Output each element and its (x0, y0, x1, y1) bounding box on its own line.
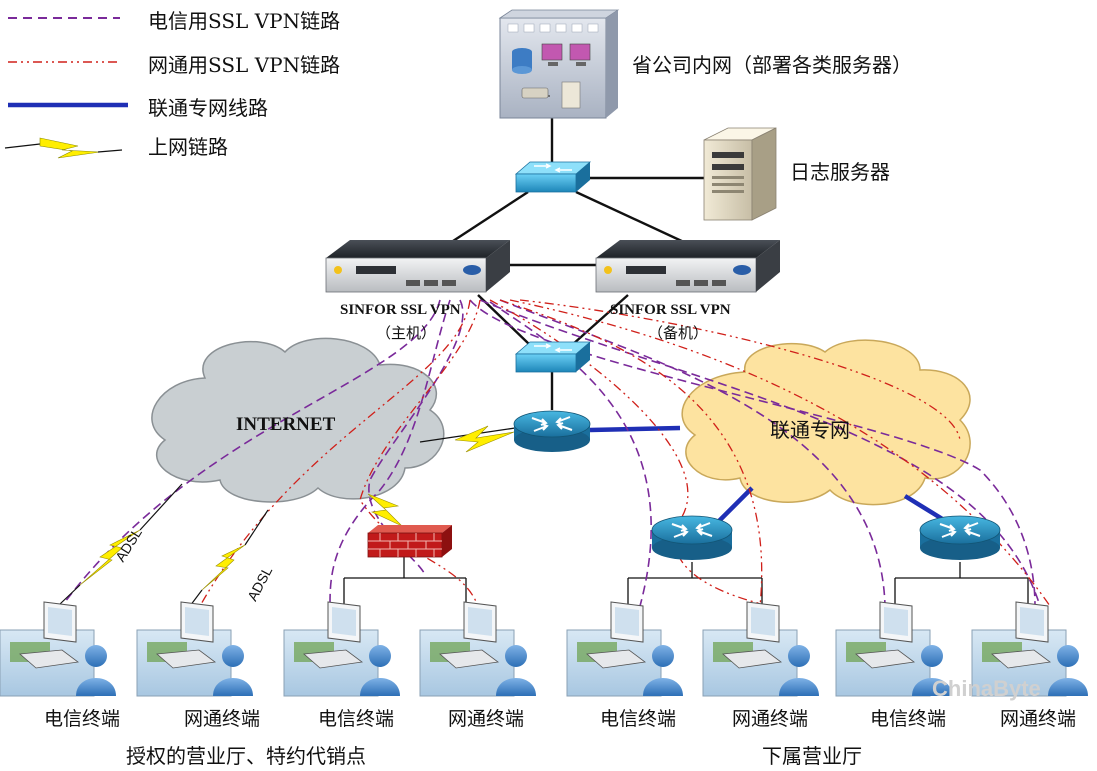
unicom-links (589, 425, 946, 524)
lan-bus-links (343, 427, 1029, 605)
access-switch-icon (514, 341, 592, 373)
terminal-label-3: 电信终端 (318, 708, 395, 730)
pc-user-icon (566, 601, 683, 697)
log-server-label: 日志服务器 (790, 160, 890, 184)
branch-router-1-icon (651, 515, 733, 560)
pc-user-icon (283, 601, 400, 697)
terminal-label-1: 电信终端 (44, 708, 121, 730)
core-router-icon (513, 410, 591, 452)
terminal-label-5: 电信终端 (600, 708, 677, 730)
server-tower-icon (703, 127, 777, 221)
unicom-cloud-label: 联通专网 (770, 418, 850, 442)
internet-cloud-label: INTERNET (236, 414, 336, 435)
pc-user-icon (835, 601, 952, 697)
ssl-main-name: SINFOR SSL VPN (340, 302, 461, 318)
office-building-icon (498, 9, 620, 119)
legend (4, 17, 128, 159)
legend-telecom-label: 电信用SSL VPN链路 (148, 9, 341, 33)
firewall-bolt-icon (367, 493, 403, 527)
vpn-appliance-main (325, 240, 510, 293)
group-authorized-label: 授权的营业厅、特约代销点 (126, 744, 366, 768)
vpn-appliance-backup (595, 240, 780, 293)
ssl-backup-name: SINFOR SSL VPN (610, 302, 731, 318)
terminal-label-7: 电信终端 (870, 708, 947, 730)
hq-intranet-label: 省公司内网（部署各类服务器） (632, 53, 912, 77)
core-switch-icon (514, 161, 592, 193)
adsl-bolt-1-icon (59, 483, 183, 605)
ssl-main-role: （主机） (376, 324, 437, 342)
terminal-label-6: 网通终端 (732, 708, 809, 730)
legend-netcom-label: 网通用SSL VPN链路 (148, 53, 341, 77)
pc-user-icon (0, 601, 116, 697)
internet-cloud (151, 337, 445, 503)
ssl-backup-role: （备机） (648, 324, 709, 342)
terminal-label-8: 网通终端 (1000, 708, 1077, 730)
watermark-logo: ChinaByte (932, 676, 1041, 701)
telecom-vpn-links (61, 299, 1041, 607)
terminal-label-4: 网通终端 (448, 708, 525, 730)
legend-unicom-label: 联通专网线路 (148, 96, 268, 120)
terminals-layer (0, 601, 1088, 697)
group-subordinate-label: 下属营业厅 (762, 744, 862, 768)
terminal-label-2: 网通终端 (184, 708, 261, 730)
pc-user-icon (971, 601, 1088, 697)
legend-internet-label: 上网链路 (148, 135, 228, 159)
branch-router-2-icon (919, 515, 1001, 560)
pc-user-icon (419, 601, 536, 697)
firewall-icon (367, 525, 452, 558)
pc-user-icon (702, 601, 819, 697)
legend-bolt-icon (4, 137, 123, 159)
pc-user-icon (136, 601, 253, 697)
